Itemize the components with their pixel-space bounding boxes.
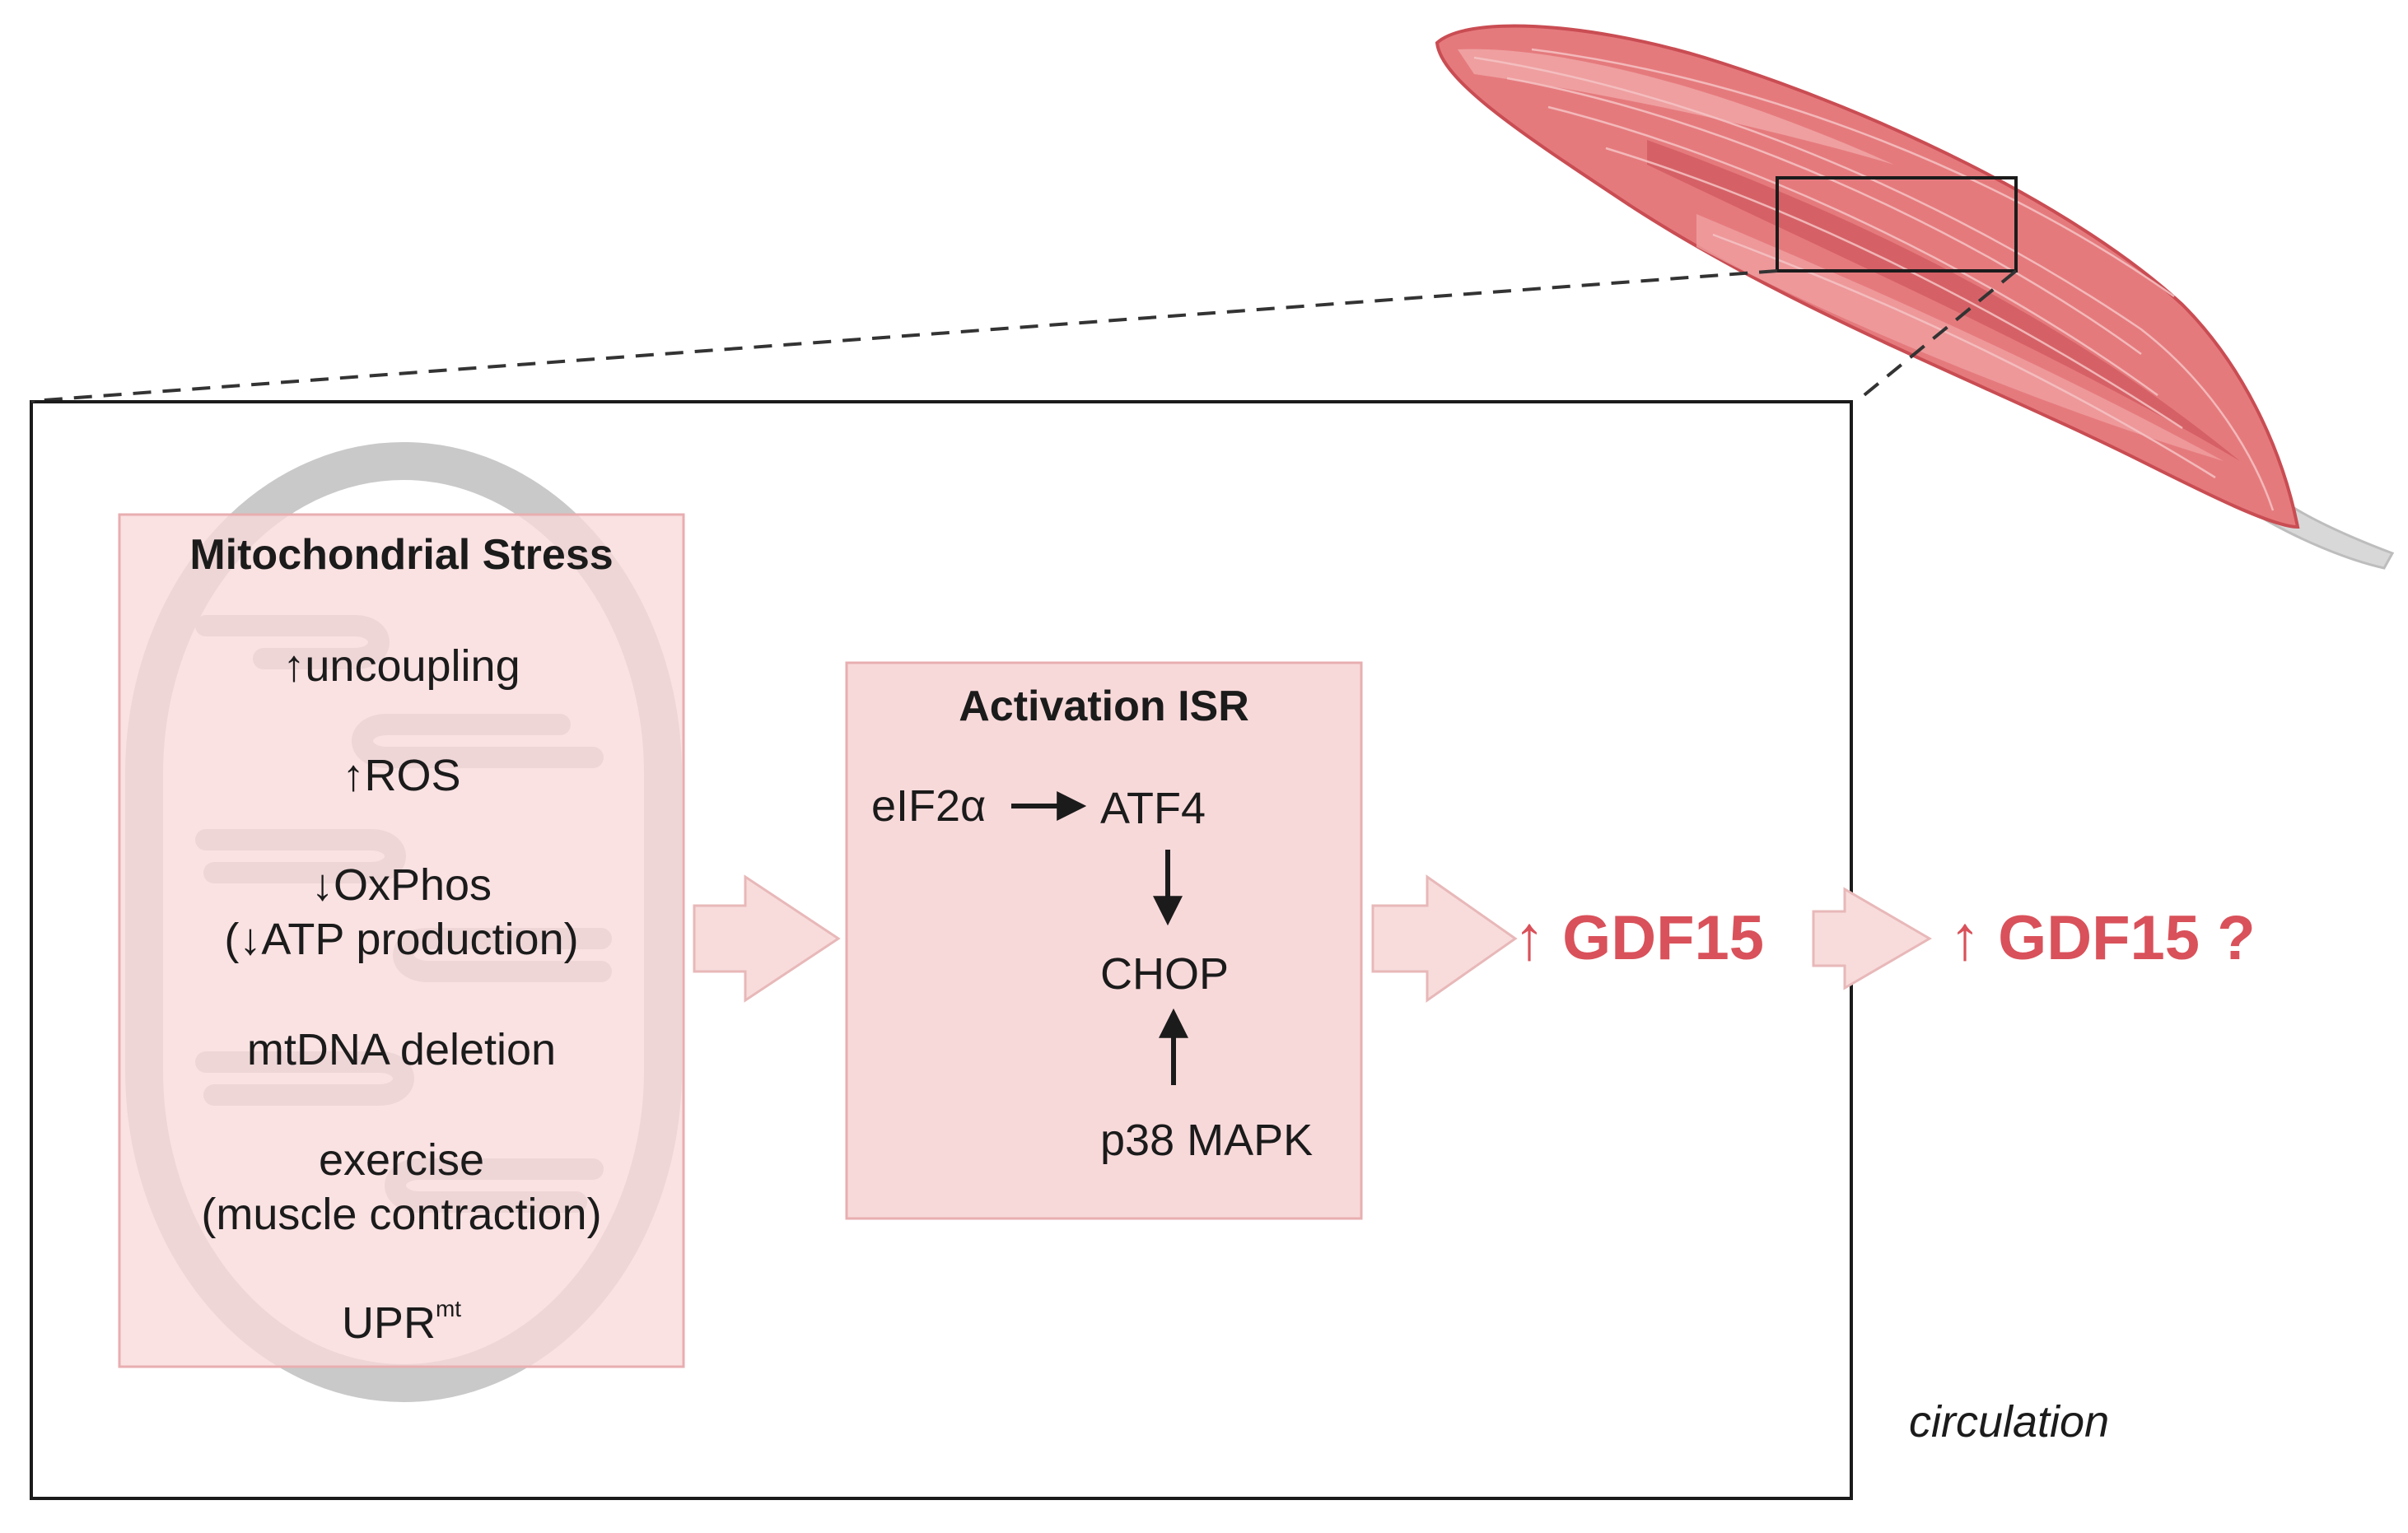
stress-mtdna-deletion: mtDNA deletion (246, 1025, 557, 1074)
stress-upr-mt: UPRmt (119, 1296, 684, 1350)
stress-atp-production: (↓ATP production) (224, 915, 579, 964)
isr-p38-mapk: p38 MAPK (1100, 1116, 1314, 1165)
isr-chop: CHOP (1100, 949, 1230, 999)
stress-muscle-contraction: (muscle contraction) (201, 1190, 602, 1239)
zoom-line-right (1855, 269, 2018, 403)
stress-ros: ↑ROS (342, 751, 461, 800)
isr-atf4: ATF4 (1100, 784, 1206, 833)
isr-eif2a: eIF2α (871, 781, 987, 831)
upr-label: UPR (341, 1298, 436, 1348)
stress-title: Mitochondrial Stress (189, 531, 614, 579)
upr-superscript: mt (435, 1296, 462, 1321)
zoom-region-box (1776, 176, 2018, 273)
stress-exercise: exercise (318, 1135, 485, 1185)
circulation-label: circulation (1909, 1397, 2110, 1447)
mitochondrial-stress-box (118, 513, 685, 1368)
isr-activation-box (845, 661, 1363, 1220)
zoom-line-left (32, 269, 1778, 403)
block-arrow-to-circulation (1812, 887, 1932, 990)
muscle-highlight (1458, 49, 1894, 165)
gdf15-circulation-output: ↑ GDF15 ? (1949, 903, 2256, 973)
isr-title: Activation ISR (959, 683, 1249, 730)
stress-oxphos: ↓OxPhos (310, 860, 492, 910)
block-arrow-isr-to-gdf15 (1371, 874, 1518, 1003)
muscle-shadow (1647, 140, 2240, 461)
block-arrow-stress-to-isr (693, 874, 841, 1003)
muscle-fibers (1473, 48, 2275, 511)
muscle-illustration (1435, 24, 2395, 570)
stress-uncoupling: ↑uncoupling (282, 641, 520, 691)
gdf15-muscle-output: ↑ GDF15 (1514, 903, 1765, 973)
